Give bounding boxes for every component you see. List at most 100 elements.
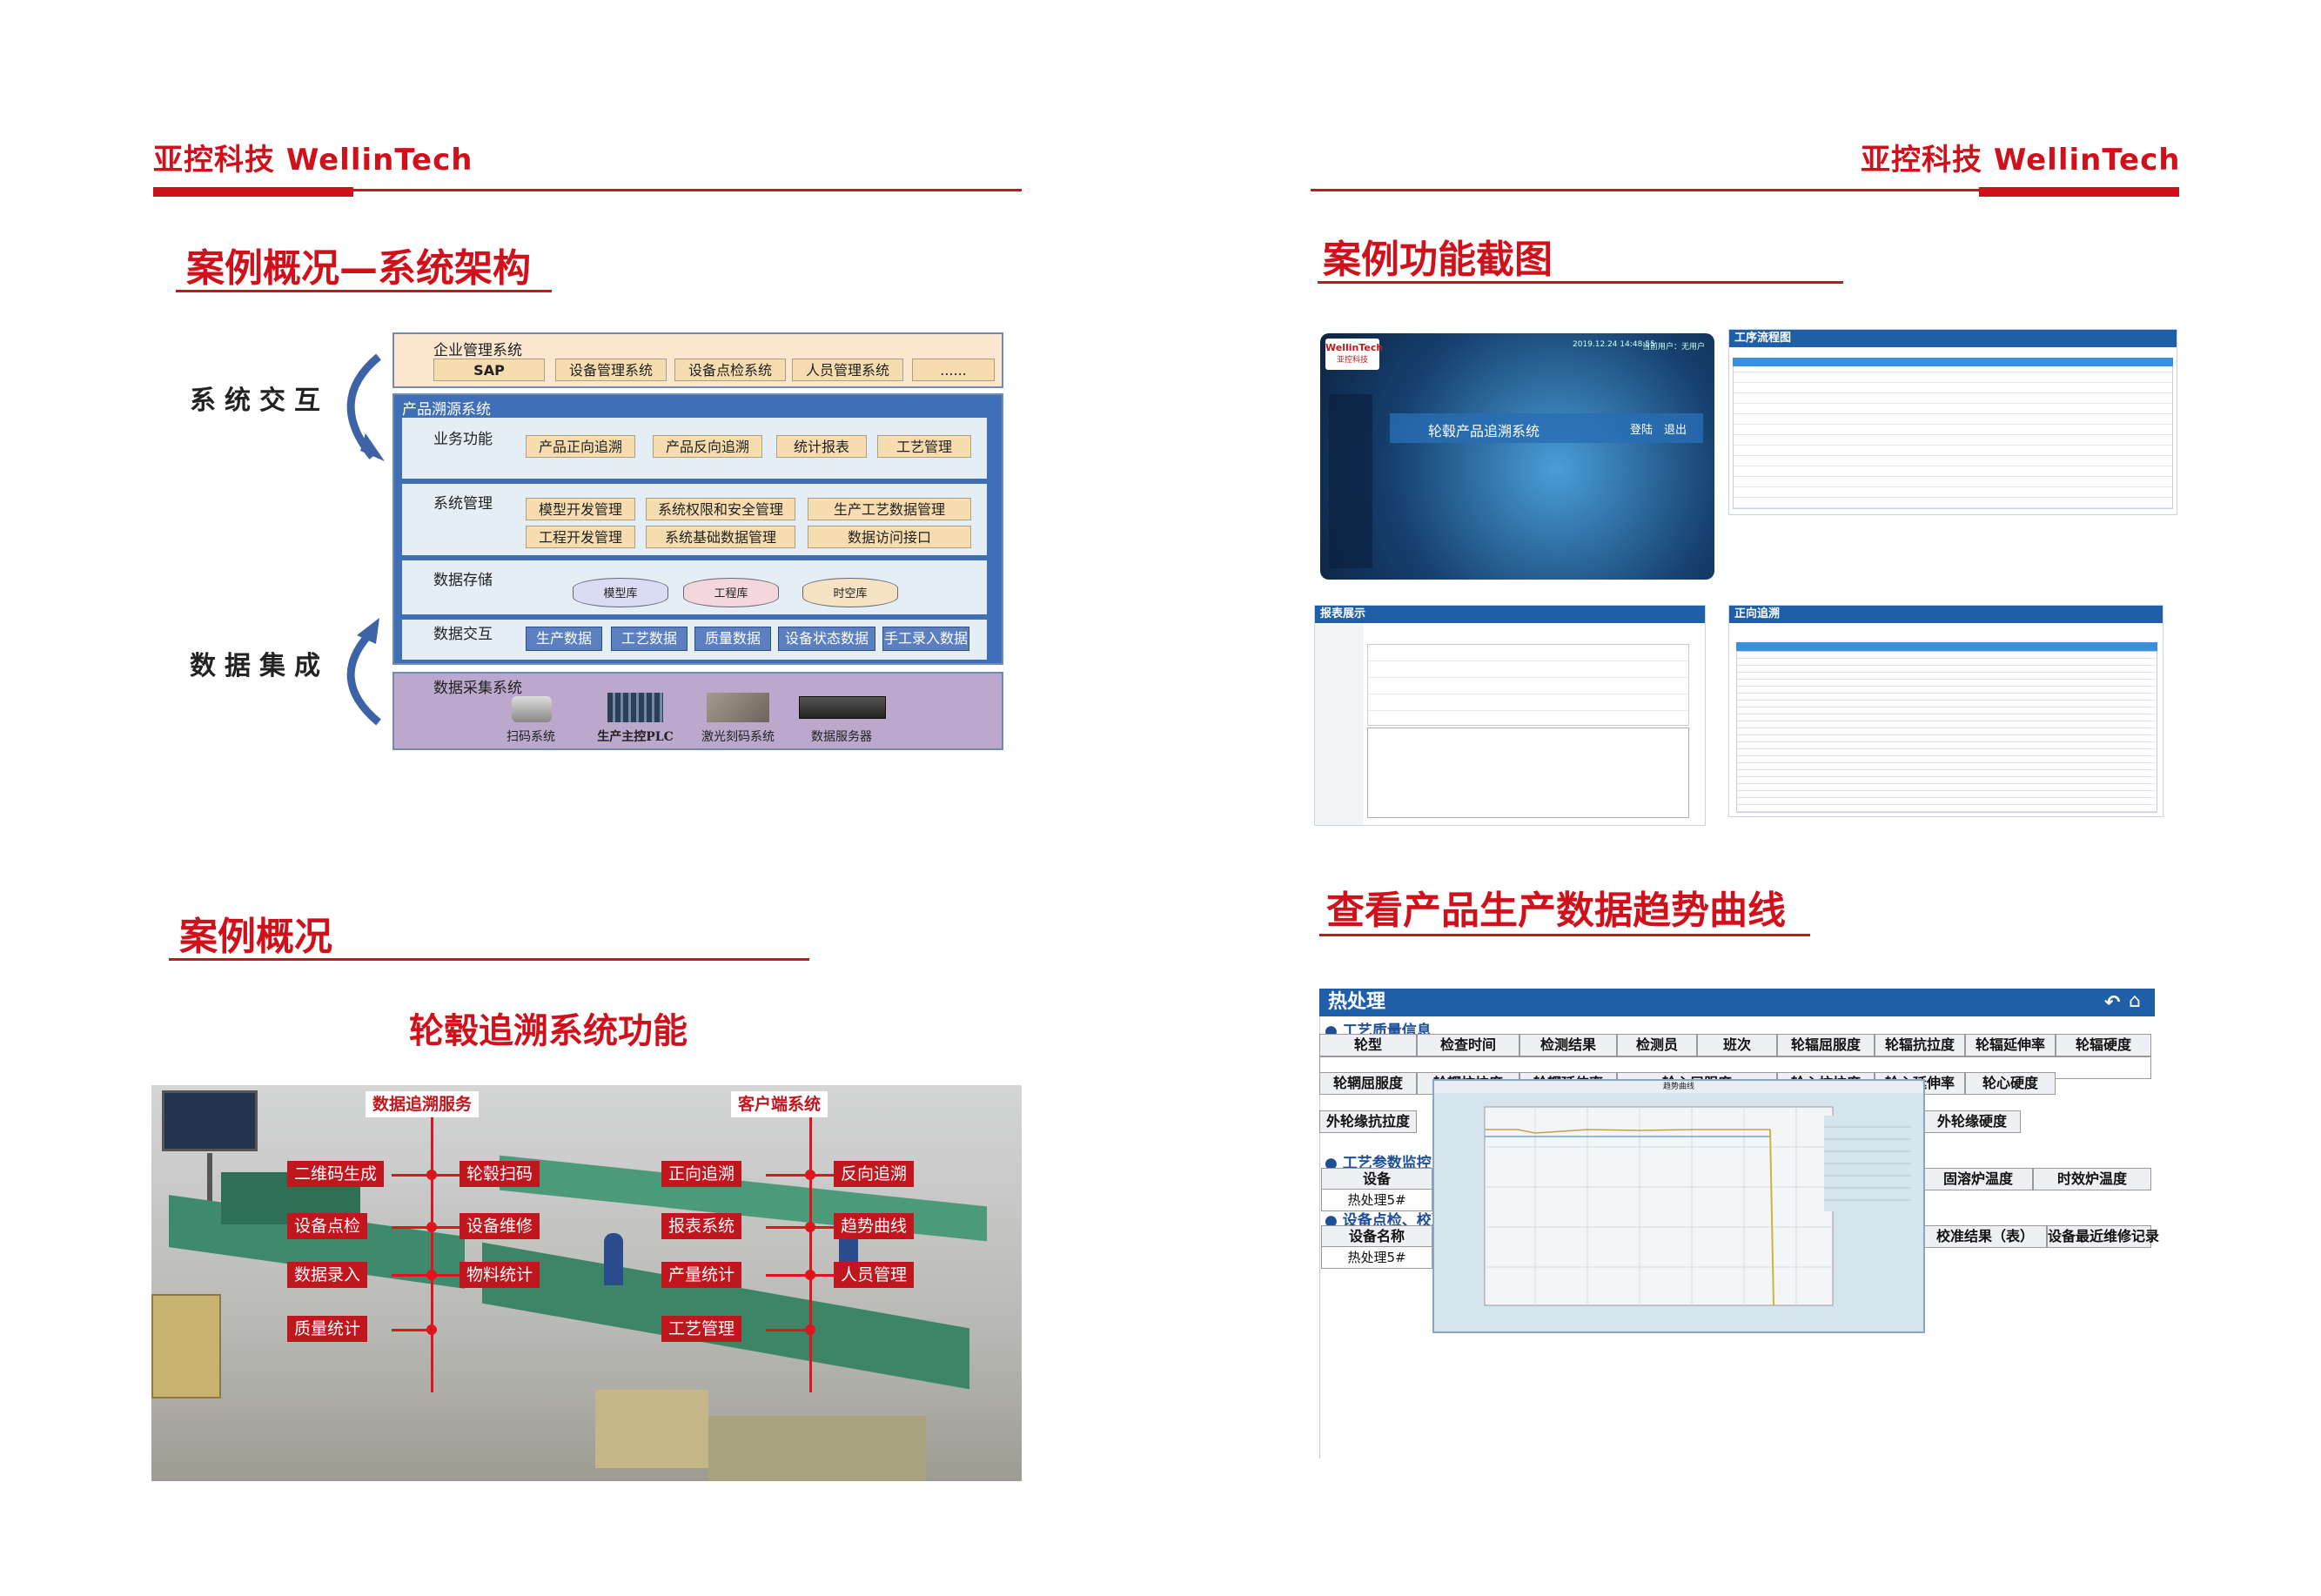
login-datetime: 2019.12.24 14:48:55 (1573, 340, 1655, 349)
arch-section-title: 案例概况—系统架构 (186, 246, 531, 291)
client-dot-2 (805, 1222, 815, 1232)
login-banner (1390, 413, 1703, 443)
forward-trace-table (1736, 651, 2157, 813)
truck-left (151, 1294, 221, 1398)
param-header-aging-temp: 时效炉温度 (2033, 1168, 2151, 1190)
q-header-spoke-hard: 轮辐硬度 (2056, 1034, 2151, 1056)
home-icon[interactable]: ⌂ (2129, 990, 2141, 1012)
exchange-item-production: 生产数据 (526, 627, 602, 651)
report-table (1367, 644, 1689, 726)
forward-trace-screen: 正向追溯 (1728, 605, 2163, 817)
client-branch-4 (766, 1329, 809, 1331)
crate-1 (595, 1390, 708, 1468)
function-title: 轮毂追溯系统功能 (409, 1011, 688, 1051)
service-dot-4 (426, 1324, 437, 1335)
maint-header-repair: 设备最近维修记录 (2047, 1225, 2159, 1248)
trend-line-drop (1769, 1129, 1774, 1306)
storage-db-spacetime: 时空库 (802, 578, 898, 607)
curved-arrow-bottom (346, 618, 381, 726)
header-rule-accent-left (153, 187, 353, 197)
sysmgmt-title: 系统管理 (433, 495, 493, 513)
crate-2 (708, 1416, 926, 1481)
server-device-icon (799, 696, 886, 719)
worker-figure (604, 1233, 623, 1285)
business-item-forward: 产品正向追溯 (526, 435, 635, 458)
heat-treatment-header: 热处理 (1319, 989, 2155, 1016)
tag-personnel: 人员管理 (834, 1262, 915, 1288)
business-title: 业务功能 (433, 431, 493, 448)
login-screen: WellinTech 亚控科技 2019.12.24 14:48:55 当前用户… (1320, 333, 1714, 580)
trend-title-underline (1319, 934, 1810, 936)
q-header-rim-yield: 轮辋屈服度 (1319, 1072, 1417, 1095)
overview-section-title: 案例概况 (179, 915, 332, 959)
sysmgmt-item-model: 模型开发管理 (526, 498, 635, 520)
forward-trace-titlebar: 正向追溯 (1729, 606, 2163, 623)
acquisition-title: 数据采集系统 (433, 680, 522, 697)
login-sidebar (1329, 394, 1372, 568)
trend-chart (1484, 1106, 1834, 1306)
report-titlebar: 报表展示 (1315, 606, 1705, 623)
heat-treatment-title: 热处理 (1328, 991, 1386, 1013)
q-header-spoke-tensile: 轮辐抗拉度 (1875, 1034, 1965, 1056)
enterprise-item-more: ...... (912, 359, 995, 381)
maint-header-calibration: 校准结果（表） (1923, 1225, 2047, 1248)
trend-popup: 趋势曲线 (1432, 1079, 1925, 1333)
storage-db-project: 工程库 (683, 578, 779, 607)
q-header-spoke-elong: 轮辐延伸率 (1965, 1034, 2056, 1056)
curved-arrow-top (346, 353, 385, 461)
back-icon[interactable]: ↶ (2104, 992, 2121, 1014)
tag-report-system: 报表系统 (661, 1213, 742, 1239)
business-item-report: 统计报表 (776, 435, 867, 458)
enterprise-item-sap: SAP (433, 359, 545, 381)
exit-button[interactable]: 退出 (1664, 424, 1687, 437)
acquisition-item-laser: 激光刻码系统 (701, 730, 775, 744)
monitor-screen-icon (162, 1090, 258, 1151)
login-button[interactable]: 登陆 (1630, 424, 1654, 437)
tag-hub-scan: 轮毂扫码 (460, 1161, 540, 1187)
q-header-center-hard: 轮心硬度 (1965, 1072, 2056, 1095)
service-dot-3 (426, 1270, 437, 1280)
traceability-layer-title: 产品溯源系统 (402, 401, 491, 419)
business-item-process: 工艺管理 (877, 435, 971, 458)
exchange-item-equipment: 设备状态数据 (778, 627, 875, 651)
service-dot-1 (426, 1170, 437, 1180)
header-rule-accent-right (1979, 187, 2179, 197)
q-header-wheel-type: 轮型 (1319, 1034, 1417, 1056)
business-item-reverse: 产品反向追溯 (653, 435, 762, 458)
client-dot-4 (805, 1324, 815, 1335)
tag-trend-curve: 趋势曲线 (834, 1213, 915, 1239)
q-header-inspector: 检测员 (1617, 1034, 1697, 1056)
tag-data-trace-service: 数据追溯服务 (366, 1091, 480, 1117)
process-flow-screen: 工序流程图 (1728, 329, 2177, 515)
service-dot-2 (426, 1222, 437, 1232)
process-flow-table (1733, 361, 2173, 509)
tag-equip-inspect: 设备点检 (287, 1213, 368, 1239)
plc-device-icon (607, 693, 663, 722)
tag-equip-repair: 设备维修 (460, 1213, 540, 1239)
tag-data-entry: 数据录入 (287, 1262, 368, 1288)
arch-title-underline (176, 290, 552, 292)
side-label-interaction: 系统交互 (190, 386, 329, 416)
acquisition-item-plc: 生产主控PLC (597, 730, 674, 744)
overview-title-underline (169, 958, 809, 961)
q-header-shift: 班次 (1697, 1034, 1777, 1056)
maint-value-name: 热处理5# (1321, 1246, 1432, 1269)
login-logo-cn: 亚控科技 (1336, 356, 1368, 365)
enterprise-item-equipment: 设备管理系统 (555, 359, 667, 381)
q-header-check-time: 检查时间 (1417, 1034, 1519, 1056)
sysmgmt-item-permission: 系统权限和安全管理 (646, 498, 795, 520)
screens-title-underline (1318, 281, 1843, 284)
acquisition-layer (392, 672, 1003, 750)
tag-client-system: 客户端系统 (731, 1091, 828, 1117)
sysmgmt-item-interface: 数据访问接口 (808, 526, 971, 548)
trend-popup-title: 趋势曲线 (1662, 1083, 1694, 1091)
tag-output-stats: 产量统计 (661, 1262, 742, 1288)
exchange-title: 数据交互 (433, 626, 493, 643)
exchange-item-manual: 手工录入数据 (882, 627, 969, 651)
screens-section-title: 案例功能截图 (1323, 238, 1553, 282)
trend-legend (1824, 1116, 1911, 1211)
enterprise-item-personnel: 人员管理系统 (792, 359, 903, 381)
exchange-item-process: 工艺数据 (611, 627, 688, 651)
param-value-equipment: 热处理5# (1321, 1189, 1432, 1211)
report-screen: 报表展示 (1314, 605, 1706, 826)
